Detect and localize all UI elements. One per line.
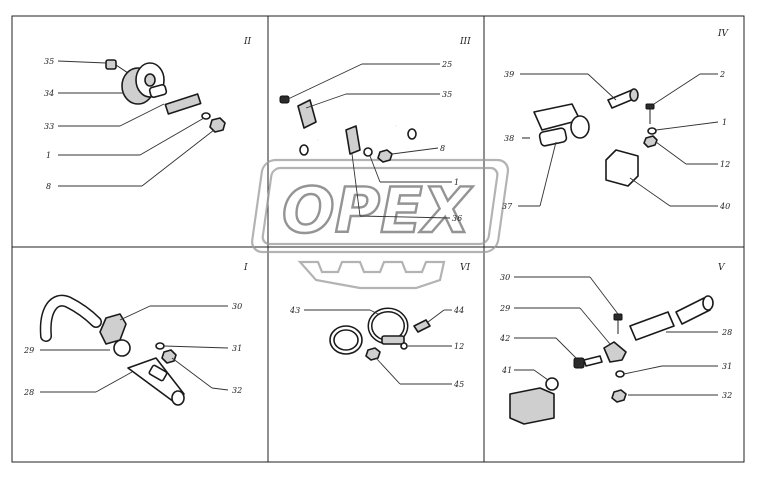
panel-V: V 30 29 28 42 — [499, 263, 732, 425]
rubber-block-icon — [509, 387, 555, 425]
panel-I-label-29: 29 — [23, 346, 34, 355]
bolt-35-icon — [279, 95, 290, 104]
washer-31-icon — [615, 370, 625, 378]
panel-II-label-34: 34 — [44, 89, 54, 98]
panel-V-label-30: 30 — [500, 273, 510, 282]
panel-I-label-28: 28 — [23, 388, 34, 397]
screw-2-icon — [645, 103, 655, 124]
panel-III-label-8: 8 — [440, 144, 445, 153]
band-clamp-43-icon — [367, 307, 409, 345]
panel-IV-label-2: 2 — [719, 70, 725, 79]
panel-VI-label-45: 45 — [453, 380, 464, 389]
panel-II-label-33: 33 — [44, 122, 54, 131]
watermark-text: OPEX — [282, 174, 473, 247]
panel-I-label-30: 30 — [232, 302, 242, 311]
nut-8-icon — [209, 117, 226, 133]
panel-I-roman-numeral: I — [243, 263, 248, 273]
bracket-1-icon — [345, 125, 361, 155]
clamp-29-icon — [603, 341, 627, 363]
panel-II-label-35: 35 — [44, 57, 54, 66]
bracket-40-icon — [605, 149, 639, 187]
panel-VI-label-43: 43 — [289, 306, 300, 315]
roller-34-icon — [121, 62, 168, 105]
panel-III-label-36: 36 — [452, 214, 462, 223]
opex-watermark: OPEX — [251, 158, 510, 290]
panel-IV-label-39: 39 — [504, 70, 514, 79]
panel-V-label-28: 28 — [721, 328, 732, 337]
panel-V-label-41: 41 — [501, 366, 512, 375]
washer-12-icon — [400, 342, 408, 350]
panel-IV-label-40: 40 — [719, 202, 730, 211]
panel-I-label-32: 32 — [232, 386, 242, 395]
panel-I-label-31: 31 — [232, 344, 242, 353]
panel-V-label-29: 29 — [499, 304, 510, 313]
panel-V-label-31: 31 — [722, 362, 732, 371]
panel-II-label-1: 1 — [46, 151, 51, 160]
panel-VI-label-44: 44 — [453, 306, 464, 315]
panel-V-label-42: 42 — [499, 334, 510, 343]
screw-44-icon — [413, 319, 431, 333]
panel-IV-label-38: 38 — [504, 134, 514, 143]
panel-III-label-25: 25 — [441, 60, 452, 69]
panel-IV-roman-numeral: IV — [717, 29, 730, 39]
panel-VI-roman-numeral: VI — [460, 263, 470, 273]
panel-IV-label-1: 1 — [722, 118, 727, 127]
hose-28-icon — [629, 295, 714, 341]
clamp-25-icon — [297, 99, 317, 129]
panel-IV-label-12: 12 — [720, 160, 730, 169]
panel-III: III 25 35 8 1 36 — [279, 37, 471, 223]
bolt-30-icon — [613, 313, 623, 334]
panel-IV: IV 39 2 1 12 40 — [502, 29, 730, 211]
nut-12-icon — [643, 135, 658, 148]
washer-1-icon — [201, 112, 211, 120]
panel-VI-label-12: 12 — [454, 342, 464, 351]
washer-31-icon — [155, 342, 165, 350]
nut-32-icon — [611, 389, 627, 403]
bolt-39-icon — [607, 88, 639, 109]
nut-8-icon — [377, 149, 393, 163]
bolt-35-icon — [105, 59, 129, 74]
panel-III-roman-numeral: III — [459, 37, 471, 47]
fitting-28-icon — [127, 357, 185, 406]
washer-1-icon — [647, 127, 657, 135]
housing-37-icon — [533, 103, 590, 147]
bolt-42-icon — [573, 355, 603, 369]
plate-33-icon — [164, 93, 202, 115]
panel-III-label-1: 1 — [454, 178, 459, 187]
panel-V-label-32: 32 — [722, 391, 732, 400]
panel-III-label-35: 35 — [442, 90, 452, 99]
ring-41-icon — [545, 377, 559, 391]
watermark-gear-icon — [297, 260, 446, 290]
panel-II-label-8: 8 — [46, 182, 51, 191]
panel-II: II 35 34 33 1 8 — [44, 37, 252, 191]
panel-IV-label-37: 37 — [502, 202, 513, 211]
nut-32-icon — [161, 349, 177, 364]
outer-frame — [11, 15, 745, 463]
nut-45-icon — [365, 347, 381, 361]
panel-grid — [11, 15, 745, 463]
panel-I: I 30 29 31 32 28 — [23, 263, 248, 406]
panel-V-roman-numeral: V — [718, 263, 726, 273]
watermark-inner-frame — [261, 166, 499, 246]
panel-II-roman-numeral: II — [243, 37, 252, 47]
pipe-ring-icon — [329, 325, 363, 355]
hose-30-icon — [39, 294, 102, 342]
panel-VI: VI 43 44 12 45 — [289, 263, 470, 389]
bent-pipe-36-icon — [299, 94, 417, 156]
